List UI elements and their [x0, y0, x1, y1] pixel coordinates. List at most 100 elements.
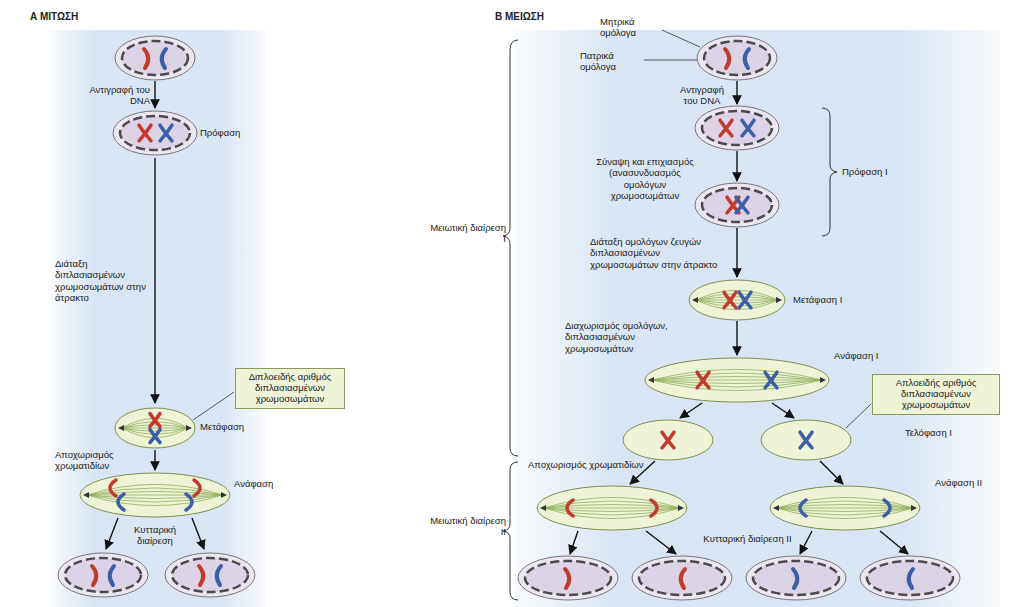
chromosome: [160, 125, 172, 141]
spindle-fiber: [652, 380, 822, 387]
spindle-fiber: [777, 497, 913, 508]
cell-membrane: [165, 553, 255, 597]
nucleus-cell: [632, 556, 732, 600]
chromosome: [186, 494, 192, 510]
flow-arrow: [154, 158, 155, 403]
annotation: Πατρικά ομόλογα: [580, 50, 642, 73]
callout-box: Διπλοειδής αριθμός διπλασιασμένων χρωμοσ…: [235, 368, 345, 409]
cell-membrane: [746, 556, 846, 600]
spindle-pole: [692, 297, 698, 303]
chromosome: [139, 125, 151, 141]
flow-arrow: [736, 321, 737, 355]
chromosome: [793, 569, 797, 588]
chromosome: [118, 494, 124, 510]
annotation: Διάταξη διπλασιασμένων χρωμοσωμάτων στην…: [55, 258, 150, 304]
spindle-cell: [761, 420, 851, 460]
spindle-pole: [773, 505, 779, 511]
spindle-cell: [537, 486, 687, 530]
annotation: Αποχωρισμός χρωματιδίων: [55, 449, 147, 472]
flow-arrow: [736, 151, 737, 181]
panel-heading: Β ΜΕΙΩΣΗ: [495, 11, 544, 22]
bracket: [822, 108, 837, 236]
spindle-cell: [689, 280, 785, 320]
nucleus-cell: [518, 556, 618, 600]
nuclear-envelope: [702, 111, 772, 145]
spindle-fiber: [652, 376, 822, 380]
annotation: Μετάφαση Ι: [793, 294, 842, 305]
spindle-fiber: [122, 428, 188, 429]
nuclear-envelope: [525, 561, 611, 595]
chromosome: [742, 120, 754, 136]
chromosome: [724, 292, 736, 308]
cell-membrane: [645, 358, 829, 402]
spindle-pole: [776, 297, 782, 303]
cell-membrane: [860, 556, 960, 600]
annotation: Αντιγραφή του DNA: [672, 84, 732, 107]
flow-arrow: [646, 531, 676, 554]
spindle-fiber: [696, 294, 778, 300]
chromosome: [150, 430, 160, 443]
callout-text: Διπλοειδής αριθμός διπλασιασμένων χρωμοσ…: [241, 372, 339, 405]
annotation: Αποχωρισμός χρωματιδίων: [528, 459, 653, 470]
flow-arrow: [820, 461, 843, 484]
annotation: Κυτταρική διαίρεση ΙΙ: [700, 533, 795, 544]
spindle-fiber: [652, 380, 822, 391]
nuclear-envelope: [65, 558, 141, 592]
spindle-fiber: [777, 508, 913, 509]
spindle-fiber: [544, 508, 680, 512]
chromosome: [150, 430, 160, 443]
chromosome: [139, 125, 151, 141]
annotation: Ανάφαση ΙΙ: [935, 477, 982, 488]
annotation: Αντιγραφή του DNA: [88, 84, 150, 107]
chromosome: [765, 372, 777, 388]
spindle-pole: [83, 492, 89, 498]
spindle-fiber: [87, 488, 223, 495]
cell-membrane: [695, 183, 779, 227]
flow-arrow: [192, 518, 204, 549]
annotation: Ανάφαση: [234, 478, 273, 489]
leader-line: [662, 30, 700, 47]
nuclear-envelope: [753, 561, 839, 595]
chromosome: [681, 569, 685, 588]
chromosome: [742, 120, 754, 136]
spindle-fiber: [696, 300, 778, 301]
chromosome: [739, 292, 751, 308]
chromosome: [697, 372, 709, 388]
spindle-fiber: [87, 484, 223, 495]
spindle-fiber: [652, 380, 822, 381]
cell-membrane: [689, 280, 785, 320]
panel-heading: Α ΜΙΤΩΣΗ: [30, 11, 78, 22]
spindle-fiber: [87, 495, 223, 502]
spindle-fiber: [777, 504, 913, 508]
spindle-fiber: [87, 491, 223, 495]
chromosome: [739, 292, 751, 308]
cell-membrane: [518, 556, 618, 600]
annotation: Πρόφαση Ι: [842, 166, 888, 177]
spindle-fiber: [696, 300, 778, 306]
nucleus-cell: [860, 556, 960, 600]
spindle-fiber: [87, 495, 223, 496]
cell-membrane: [632, 556, 732, 600]
annotation: Σύναψη και επιχιασμός (ανασυνδυασμός ομο…: [590, 156, 700, 202]
flow-arrow: [630, 461, 655, 484]
chromosome: [217, 566, 221, 585]
spindle-cell: [645, 358, 829, 402]
chromosome: [800, 500, 806, 516]
chromosome: [724, 292, 736, 308]
callout-box: Απλοειδής αριθμός διπλασιασμένων χρωμοσω…: [872, 374, 1000, 415]
leader-line: [193, 30, 871, 428]
nuclear-envelope: [639, 561, 725, 595]
spindle-fiber: [122, 425, 188, 428]
annotation: Μειωτική διαίρεση ΙΙ: [430, 515, 506, 538]
spindle-fiber: [777, 501, 913, 508]
cells: [58, 36, 960, 600]
annotation: Μετάφαση: [200, 421, 244, 432]
chromosome: [194, 480, 200, 496]
cell-membrane: [113, 111, 197, 155]
spindle-fiber: [122, 428, 188, 434]
spindle-cell: [115, 408, 195, 448]
chromosome: [199, 566, 203, 585]
spindle-fiber: [544, 501, 680, 508]
nuclear-envelope: [120, 116, 190, 150]
